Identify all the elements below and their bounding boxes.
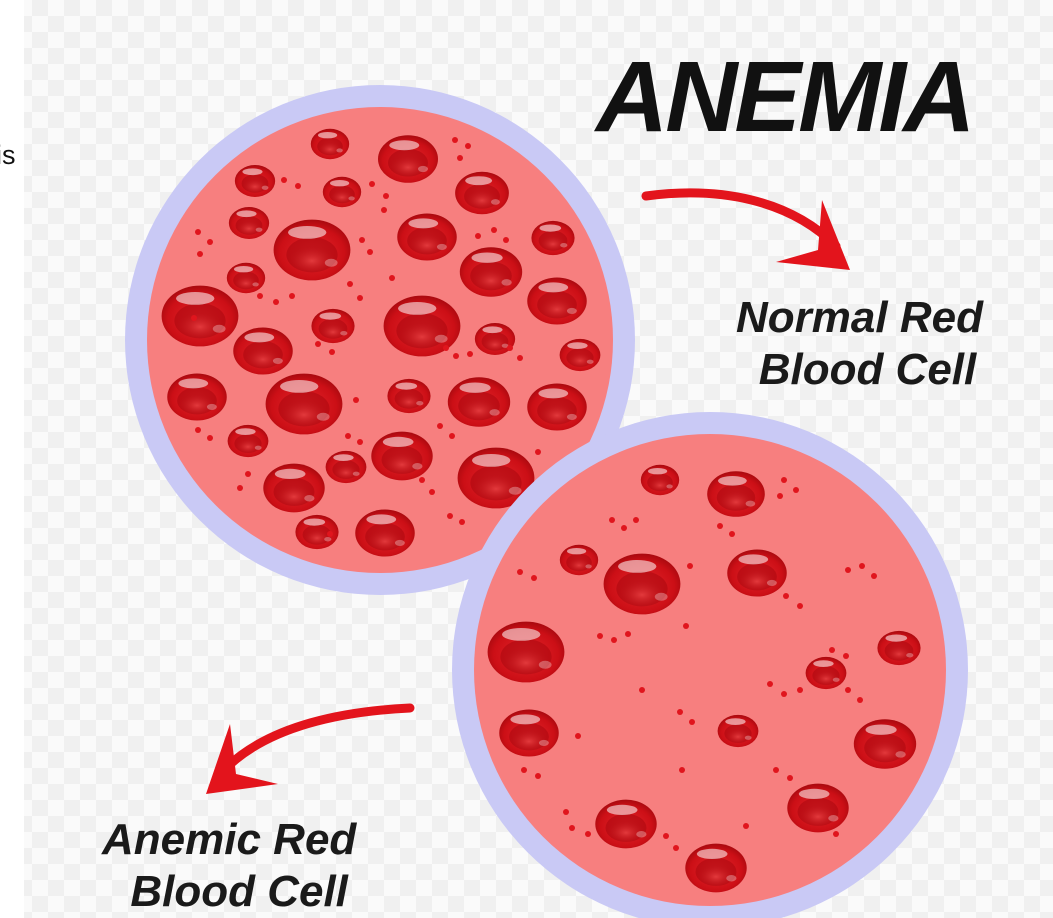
anemic-label-line2: Blood Cell xyxy=(102,866,356,918)
normal-cell-label: Normal Red Blood Cell xyxy=(736,292,983,396)
anemic-label-line1: Anemic Red xyxy=(102,814,356,866)
anemic-blood-sample xyxy=(452,412,968,918)
anemic-cell-label: Anemic Red Blood Cell xyxy=(102,814,356,918)
normal-label-line1: Normal Red xyxy=(736,292,983,344)
normal-label-line2: Blood Cell xyxy=(736,344,983,396)
page-title: ANEMIA xyxy=(596,40,1016,155)
